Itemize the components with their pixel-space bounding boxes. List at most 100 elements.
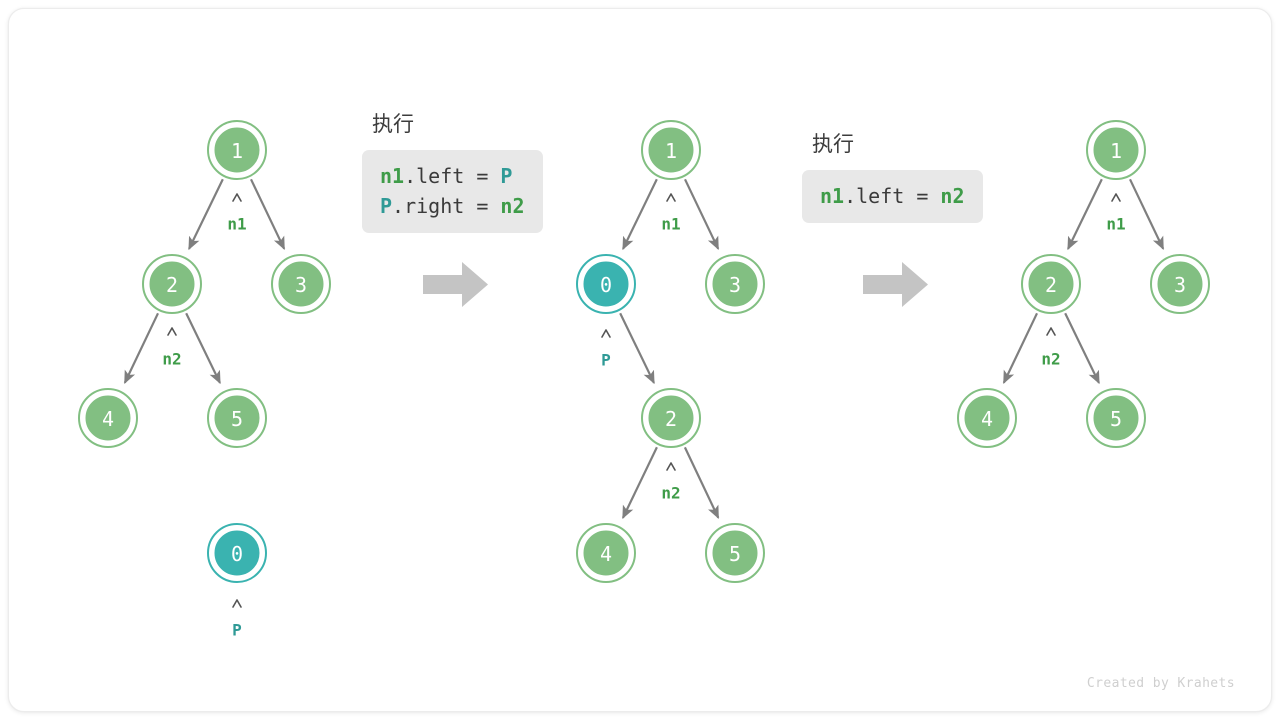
node-circle [1025,258,1077,310]
code-token: n2 [500,194,525,218]
tree-edge [621,446,658,520]
node-circle [211,527,263,579]
tree-node[interactable]: 5 [705,523,765,583]
tree-edge [188,178,224,251]
tree-node[interactable]: 2 [641,388,701,448]
pointer-label: n1 [227,215,246,234]
code-line: n1.left = P [380,161,525,191]
tree-edges [619,178,720,520]
node-value: 1 [665,139,677,163]
step-arrow-2 [863,262,928,307]
node-outer-ring [207,120,267,180]
pointer-caret-icon [666,193,676,202]
node-outer-ring [142,254,202,314]
node-outer-ring [207,388,267,448]
pointer-caret-icon [167,327,177,336]
node-value: 5 [729,542,741,566]
tree-edge [619,312,655,385]
tree-node[interactable]: 0 [207,523,267,583]
node-circle [580,258,632,310]
node-value: 4 [981,407,993,431]
tree-edge [1002,312,1038,385]
pointer-label: n1 [661,215,680,234]
node-outer-ring [78,388,138,448]
step-2-code-block: n1.left = n2 [802,170,983,223]
node-value: 5 [231,407,243,431]
tree-edge [1064,312,1100,385]
node-outer-ring [957,388,1017,448]
node-value: 2 [665,407,677,431]
node-value: 0 [231,542,243,566]
tree-node[interactable]: 2 [142,254,202,314]
tree-node[interactable]: 5 [1086,388,1146,448]
code-token: P [380,194,393,218]
tree-node[interactable]: 1 [207,120,267,180]
tree-node[interactable]: 3 [1150,254,1210,314]
node-value: 4 [600,542,612,566]
step-arrow-1 [423,262,488,307]
code-line: n1.left = n2 [820,181,965,211]
tree-edge [684,178,720,251]
node-value: 5 [1110,407,1122,431]
pointer-label: n2 [162,350,181,369]
node-outer-ring [207,523,267,583]
tree-node[interactable]: 5 [207,388,267,448]
node-circle [1090,392,1142,444]
tree-edge [1129,178,1165,251]
node-outer-ring [1086,120,1146,180]
step-1-title: 执行 [372,113,414,136]
tree-node[interactable]: 4 [957,388,1017,448]
tree-node[interactable]: 0 [576,254,636,314]
node-value: 1 [231,139,243,163]
node-outer-ring [705,254,765,314]
tree-node[interactable]: 1 [1086,120,1146,180]
node-outer-ring [1021,254,1081,314]
tree-node[interactable]: 1 [641,120,701,180]
pointer-caret-icon [232,193,242,202]
node-outer-ring [641,120,701,180]
node-value: 3 [729,273,741,297]
tree-edge [683,446,720,519]
node-circle [211,124,263,176]
step-2-title: 执行 [812,133,854,156]
tree-edges [1002,178,1165,385]
node-circle [211,392,263,444]
code-token: n1 [820,184,845,208]
code-token: P [500,164,513,188]
node-circle [1154,258,1206,310]
tree-edge [185,312,221,385]
node-outer-ring [576,254,636,314]
pointer-label: P [601,351,611,370]
node-circle [645,124,697,176]
tree-node[interactable]: 2 [1021,254,1081,314]
code-token: .left = [844,184,941,208]
pointer-caret-icon [232,599,242,608]
node-value: 2 [166,273,178,297]
tree-edge [1067,178,1103,251]
node-circle [961,392,1013,444]
tree-nodes: 1 2 3 4 5 0 [78,120,331,583]
tree-node[interactable]: 4 [78,388,138,448]
code-line: P.right = n2 [380,191,525,221]
node-value: 3 [295,273,307,297]
node-value: 1 [1110,139,1122,163]
tree-node[interactable]: 3 [271,254,331,314]
pointer-caret-icon [1111,193,1121,202]
pointer-label: n2 [1041,350,1060,369]
node-circle [275,258,327,310]
node-outer-ring [705,523,765,583]
tree-node[interactable]: 3 [705,254,765,314]
node-outer-ring [576,523,636,583]
node-circle [82,392,134,444]
node-circle [709,527,761,579]
node-outer-ring [641,388,701,448]
tree-node[interactable]: 4 [576,523,636,583]
node-circle [645,392,697,444]
